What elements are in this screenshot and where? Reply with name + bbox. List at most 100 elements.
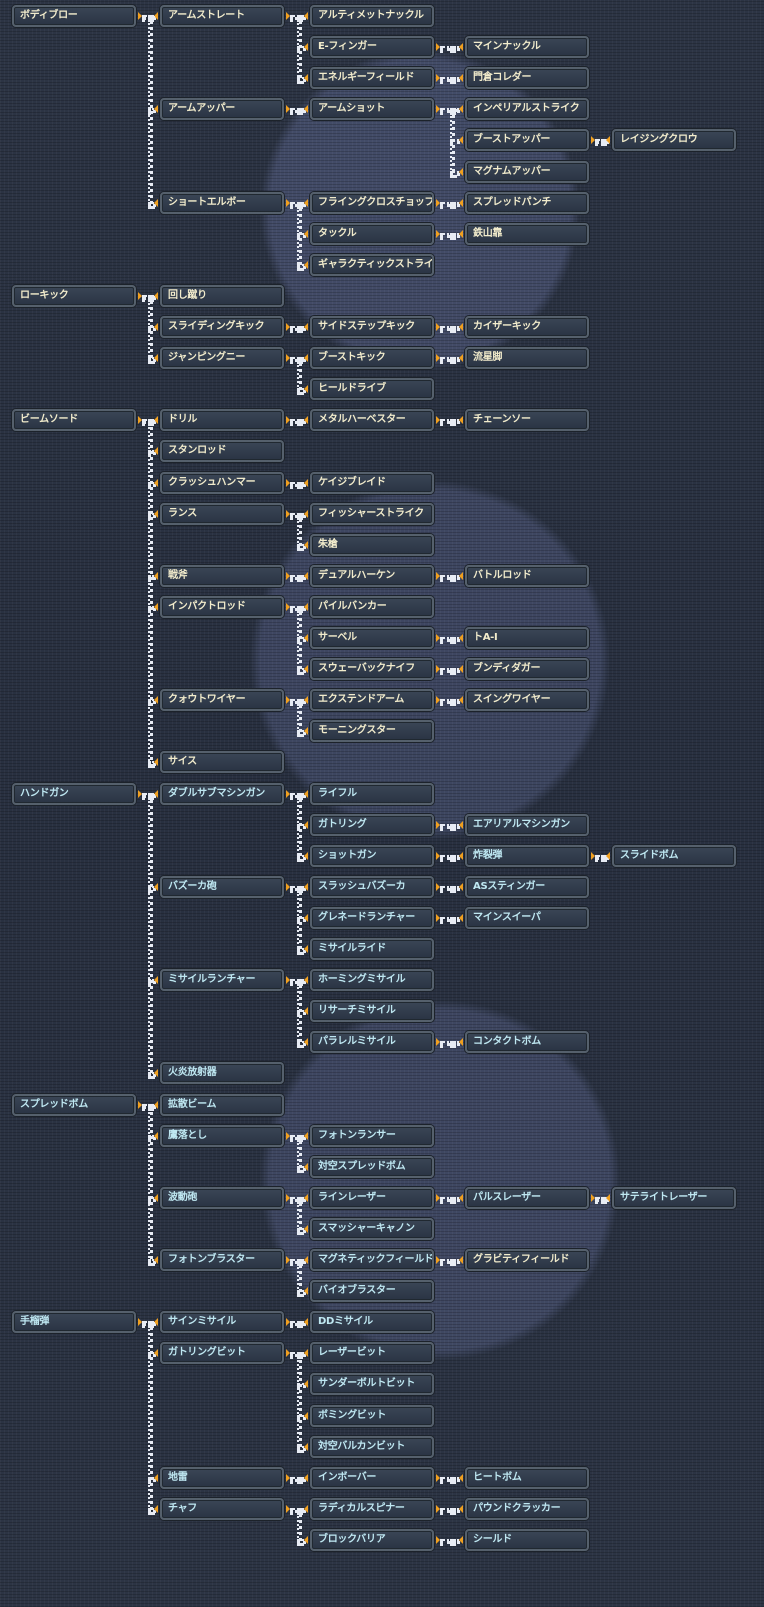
skill-node[interactable]: マインスイーパ	[465, 907, 589, 929]
skill-node[interactable]: グレネードランチャー	[310, 907, 434, 929]
skill-node[interactable]: スウェーバックナイフ	[310, 658, 434, 680]
skill-node[interactable]: 門倉コレダー	[465, 67, 589, 89]
skill-node[interactable]: マグナムアッパー	[465, 161, 589, 183]
skill-node[interactable]: ライフル	[310, 783, 434, 805]
skill-node[interactable]: マインナックル	[465, 36, 589, 58]
skill-node[interactable]: クォウトワイヤー	[160, 689, 284, 711]
skill-node[interactable]: エクステンドアーム	[310, 689, 434, 711]
skill-node[interactable]: スイングワイヤー	[465, 689, 589, 711]
skill-node[interactable]: シールド	[465, 1529, 589, 1551]
skill-node[interactable]: インパクトロッド	[160, 596, 284, 618]
skill-root-node[interactable]: ビームソード	[12, 409, 136, 431]
skill-node[interactable]: ギャラクティックストライク	[310, 254, 434, 276]
skill-node[interactable]: アルティメットナックル	[310, 5, 434, 27]
skill-node[interactable]: コンタクトボム	[465, 1031, 589, 1053]
skill-node[interactable]: クラッシュハンマー	[160, 472, 284, 494]
skill-node[interactable]: ミサイルランチャー	[160, 969, 284, 991]
skill-node[interactable]: メタルハーベスター	[310, 409, 434, 431]
skill-node[interactable]: チャフ	[160, 1498, 284, 1520]
skill-node[interactable]: ショートエルボー	[160, 192, 284, 214]
skill-node[interactable]: バズーカ砲	[160, 876, 284, 898]
skill-node[interactable]: タックル	[310, 223, 434, 245]
skill-node[interactable]: 対空スプレッドボム	[310, 1156, 434, 1178]
skill-node[interactable]: リサーチミサイル	[310, 1000, 434, 1022]
skill-node[interactable]: 火炎放射器	[160, 1062, 284, 1084]
skill-node[interactable]: インペリアルストライク	[465, 98, 589, 120]
skill-node[interactable]: ラインレーザー	[310, 1187, 434, 1209]
skill-node[interactable]: レイジングクロウ	[612, 129, 736, 151]
skill-node[interactable]: パルスレーザー	[465, 1187, 589, 1209]
skill-node[interactable]: サテライトレーザー	[612, 1187, 736, 1209]
skill-node[interactable]: チェーンソー	[465, 409, 589, 431]
skill-node[interactable]: スラッシュバズーカ	[310, 876, 434, 898]
skill-node[interactable]: 鷹落とし	[160, 1125, 284, 1147]
skill-root-node[interactable]: 手榴弾	[12, 1311, 136, 1333]
skill-node[interactable]: スライドボム	[612, 845, 736, 867]
skill-node[interactable]: 波動砲	[160, 1187, 284, 1209]
skill-node[interactable]: フォトンブラスター	[160, 1249, 284, 1271]
skill-node[interactable]: ジャンピングニー	[160, 347, 284, 369]
skill-node[interactable]: レーザービット	[310, 1342, 434, 1364]
skill-node[interactable]: 地雷	[160, 1467, 284, 1489]
skill-node[interactable]: 対空バルカンビット	[310, 1436, 434, 1458]
skill-node[interactable]: ヒートボム	[465, 1467, 589, 1489]
skill-node[interactable]: スタンロッド	[160, 440, 284, 462]
skill-node[interactable]: ミサイルライド	[310, 938, 434, 960]
skill-node[interactable]: フライングクロスチョップ	[310, 192, 434, 214]
skill-node[interactable]: 回し蹴り	[160, 285, 284, 307]
skill-root-node[interactable]: ローキック	[12, 285, 136, 307]
skill-node[interactable]: ドリル	[160, 409, 284, 431]
skill-node[interactable]: スマッシャーキャノン	[310, 1218, 434, 1240]
skill-node[interactable]: サーベル	[310, 627, 434, 649]
skill-node[interactable]: ショットガン	[310, 845, 434, 867]
skill-node[interactable]: フォトンランサー	[310, 1125, 434, 1147]
skill-node[interactable]: トA-I	[465, 627, 589, 649]
skill-node[interactable]: DDミサイル	[310, 1311, 434, 1333]
skill-node[interactable]: スプレッドパンチ	[465, 192, 589, 214]
skill-node[interactable]: ランス	[160, 503, 284, 525]
skill-node[interactable]: 戦斧	[160, 565, 284, 587]
skill-root-node[interactable]: ハンドガン	[12, 783, 136, 805]
skill-node[interactable]: ガトリングビット	[160, 1342, 284, 1364]
skill-node[interactable]: パラレルミサイル	[310, 1031, 434, 1053]
skill-node[interactable]: ブーストアッパー	[465, 129, 589, 151]
skill-node[interactable]: 炸裂弾	[465, 845, 589, 867]
skill-node[interactable]: ブロックバリア	[310, 1529, 434, 1551]
skill-root-node[interactable]: ボディブロー	[12, 5, 136, 27]
skill-node[interactable]: アームショット	[310, 98, 434, 120]
skill-node[interactable]: 朱槍	[310, 534, 434, 556]
skill-node[interactable]: スライディングキック	[160, 316, 284, 338]
skill-node[interactable]: インボーバー	[310, 1467, 434, 1489]
skill-node[interactable]: フィッシャーストライク	[310, 503, 434, 525]
skill-node[interactable]: パイルバンカー	[310, 596, 434, 618]
skill-node[interactable]: ダブルサブマシンガン	[160, 783, 284, 805]
skill-node[interactable]: エネルギーフィールド	[310, 67, 434, 89]
skill-node[interactable]: マグネティックフィールド	[310, 1249, 434, 1271]
skill-node[interactable]: アームストレート	[160, 5, 284, 27]
skill-node[interactable]: E-フィンガー	[310, 36, 434, 58]
skill-node[interactable]: デュアルハーケン	[310, 565, 434, 587]
skill-node[interactable]: ボミングビット	[310, 1405, 434, 1427]
skill-node[interactable]: モーニングスター	[310, 720, 434, 742]
skill-node[interactable]: サイドステップキック	[310, 316, 434, 338]
skill-node[interactable]: サイス	[160, 751, 284, 773]
skill-node[interactable]: ホーミングミサイル	[310, 969, 434, 991]
skill-node[interactable]: ブーストキック	[310, 347, 434, 369]
skill-node[interactable]: ASスティンガー	[465, 876, 589, 898]
skill-node[interactable]: ブンディダガー	[465, 658, 589, 680]
skill-root-node[interactable]: スプレッドボム	[12, 1094, 136, 1116]
skill-node[interactable]: サンダーボルトビット	[310, 1373, 434, 1395]
skill-node[interactable]: ガトリング	[310, 814, 434, 836]
skill-node[interactable]: ヒールドライブ	[310, 378, 434, 400]
skill-node[interactable]: サインミサイル	[160, 1311, 284, 1333]
skill-node[interactable]: ケイジブレイド	[310, 472, 434, 494]
skill-node[interactable]: グラビティフィールド	[465, 1249, 589, 1271]
skill-node[interactable]: 鉄山靠	[465, 223, 589, 245]
skill-node[interactable]: 流星脚	[465, 347, 589, 369]
skill-node[interactable]: パウンドクラッカー	[465, 1498, 589, 1520]
skill-node[interactable]: 拡散ビーム	[160, 1094, 284, 1116]
skill-node[interactable]: ラディカルスピナー	[310, 1498, 434, 1520]
skill-node[interactable]: アームアッパー	[160, 98, 284, 120]
skill-node[interactable]: バイオブラスター	[310, 1280, 434, 1302]
skill-node[interactable]: カイザーキック	[465, 316, 589, 338]
